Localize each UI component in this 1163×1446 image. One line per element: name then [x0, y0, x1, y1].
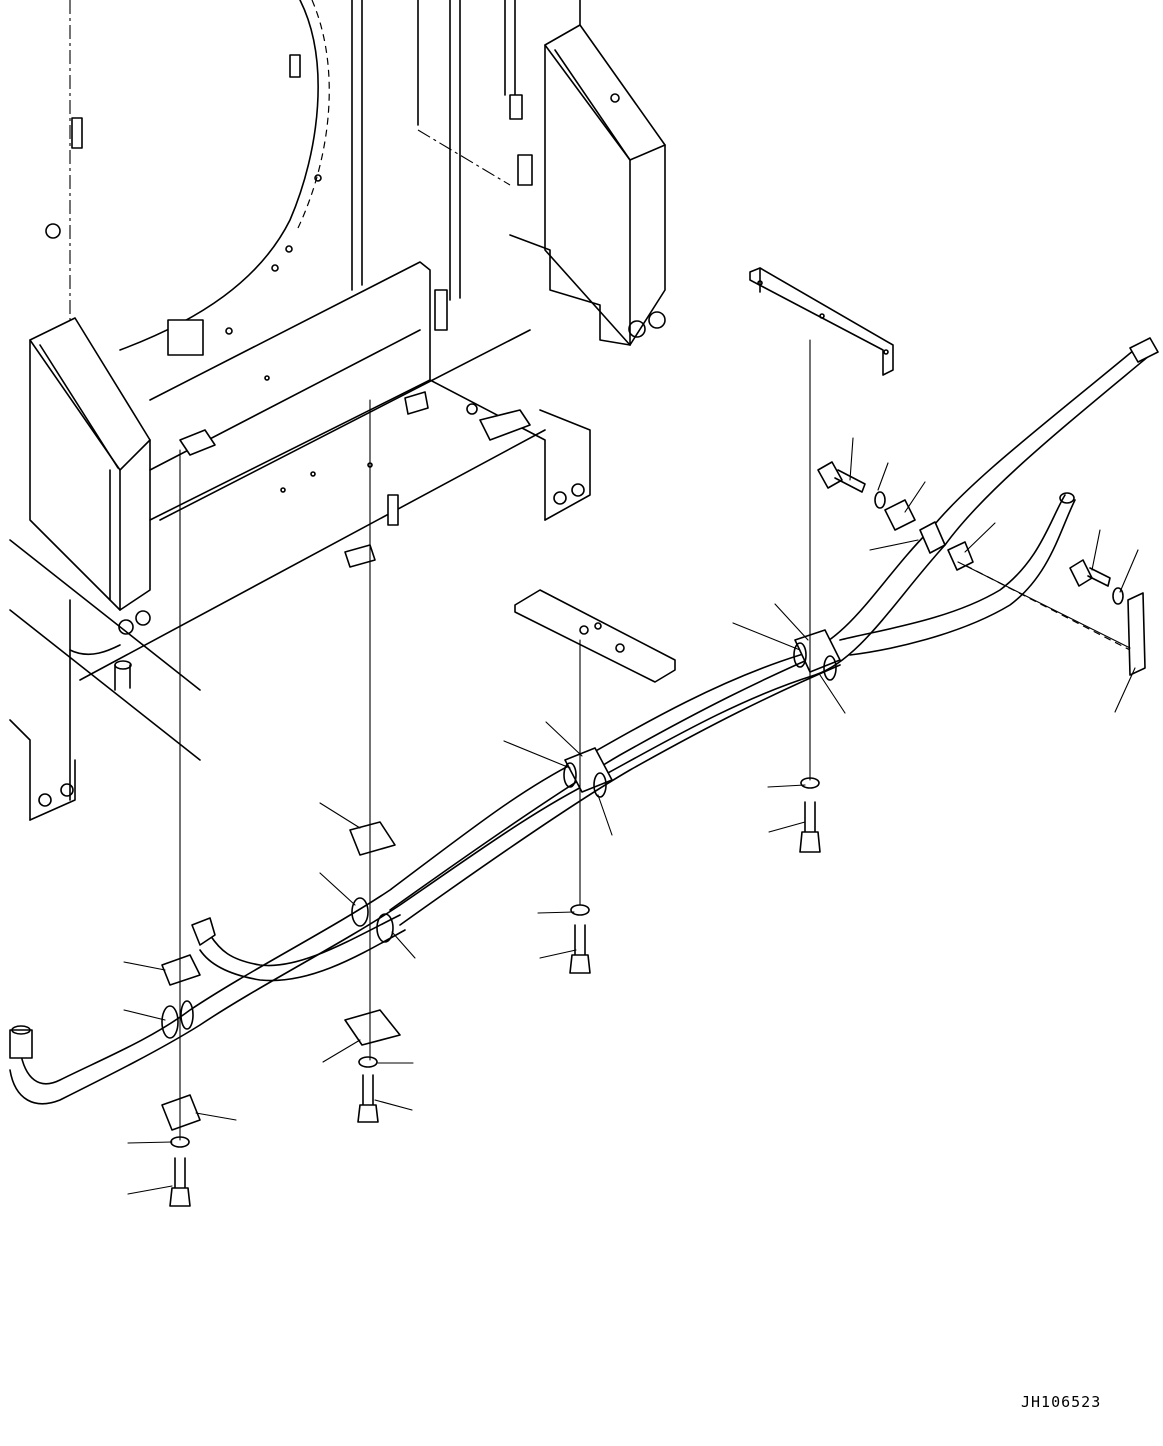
drawing-code: JH106523 [1021, 1393, 1102, 1411]
bolts-and-washers [169, 461, 1146, 1207]
mounting-bracket-right [749, 267, 894, 376]
leader-lines [123, 437, 1139, 1195]
clamp-group-center [563, 747, 613, 798]
assembly-lines [179, 339, 1131, 1141]
machine-frame [9, 0, 666, 821]
clamp-group-left [161, 954, 201, 1148]
mounting-bracket-center [514, 589, 676, 683]
clamp-group-left-center [344, 821, 401, 1068]
clamp-group-right [793, 499, 974, 681]
